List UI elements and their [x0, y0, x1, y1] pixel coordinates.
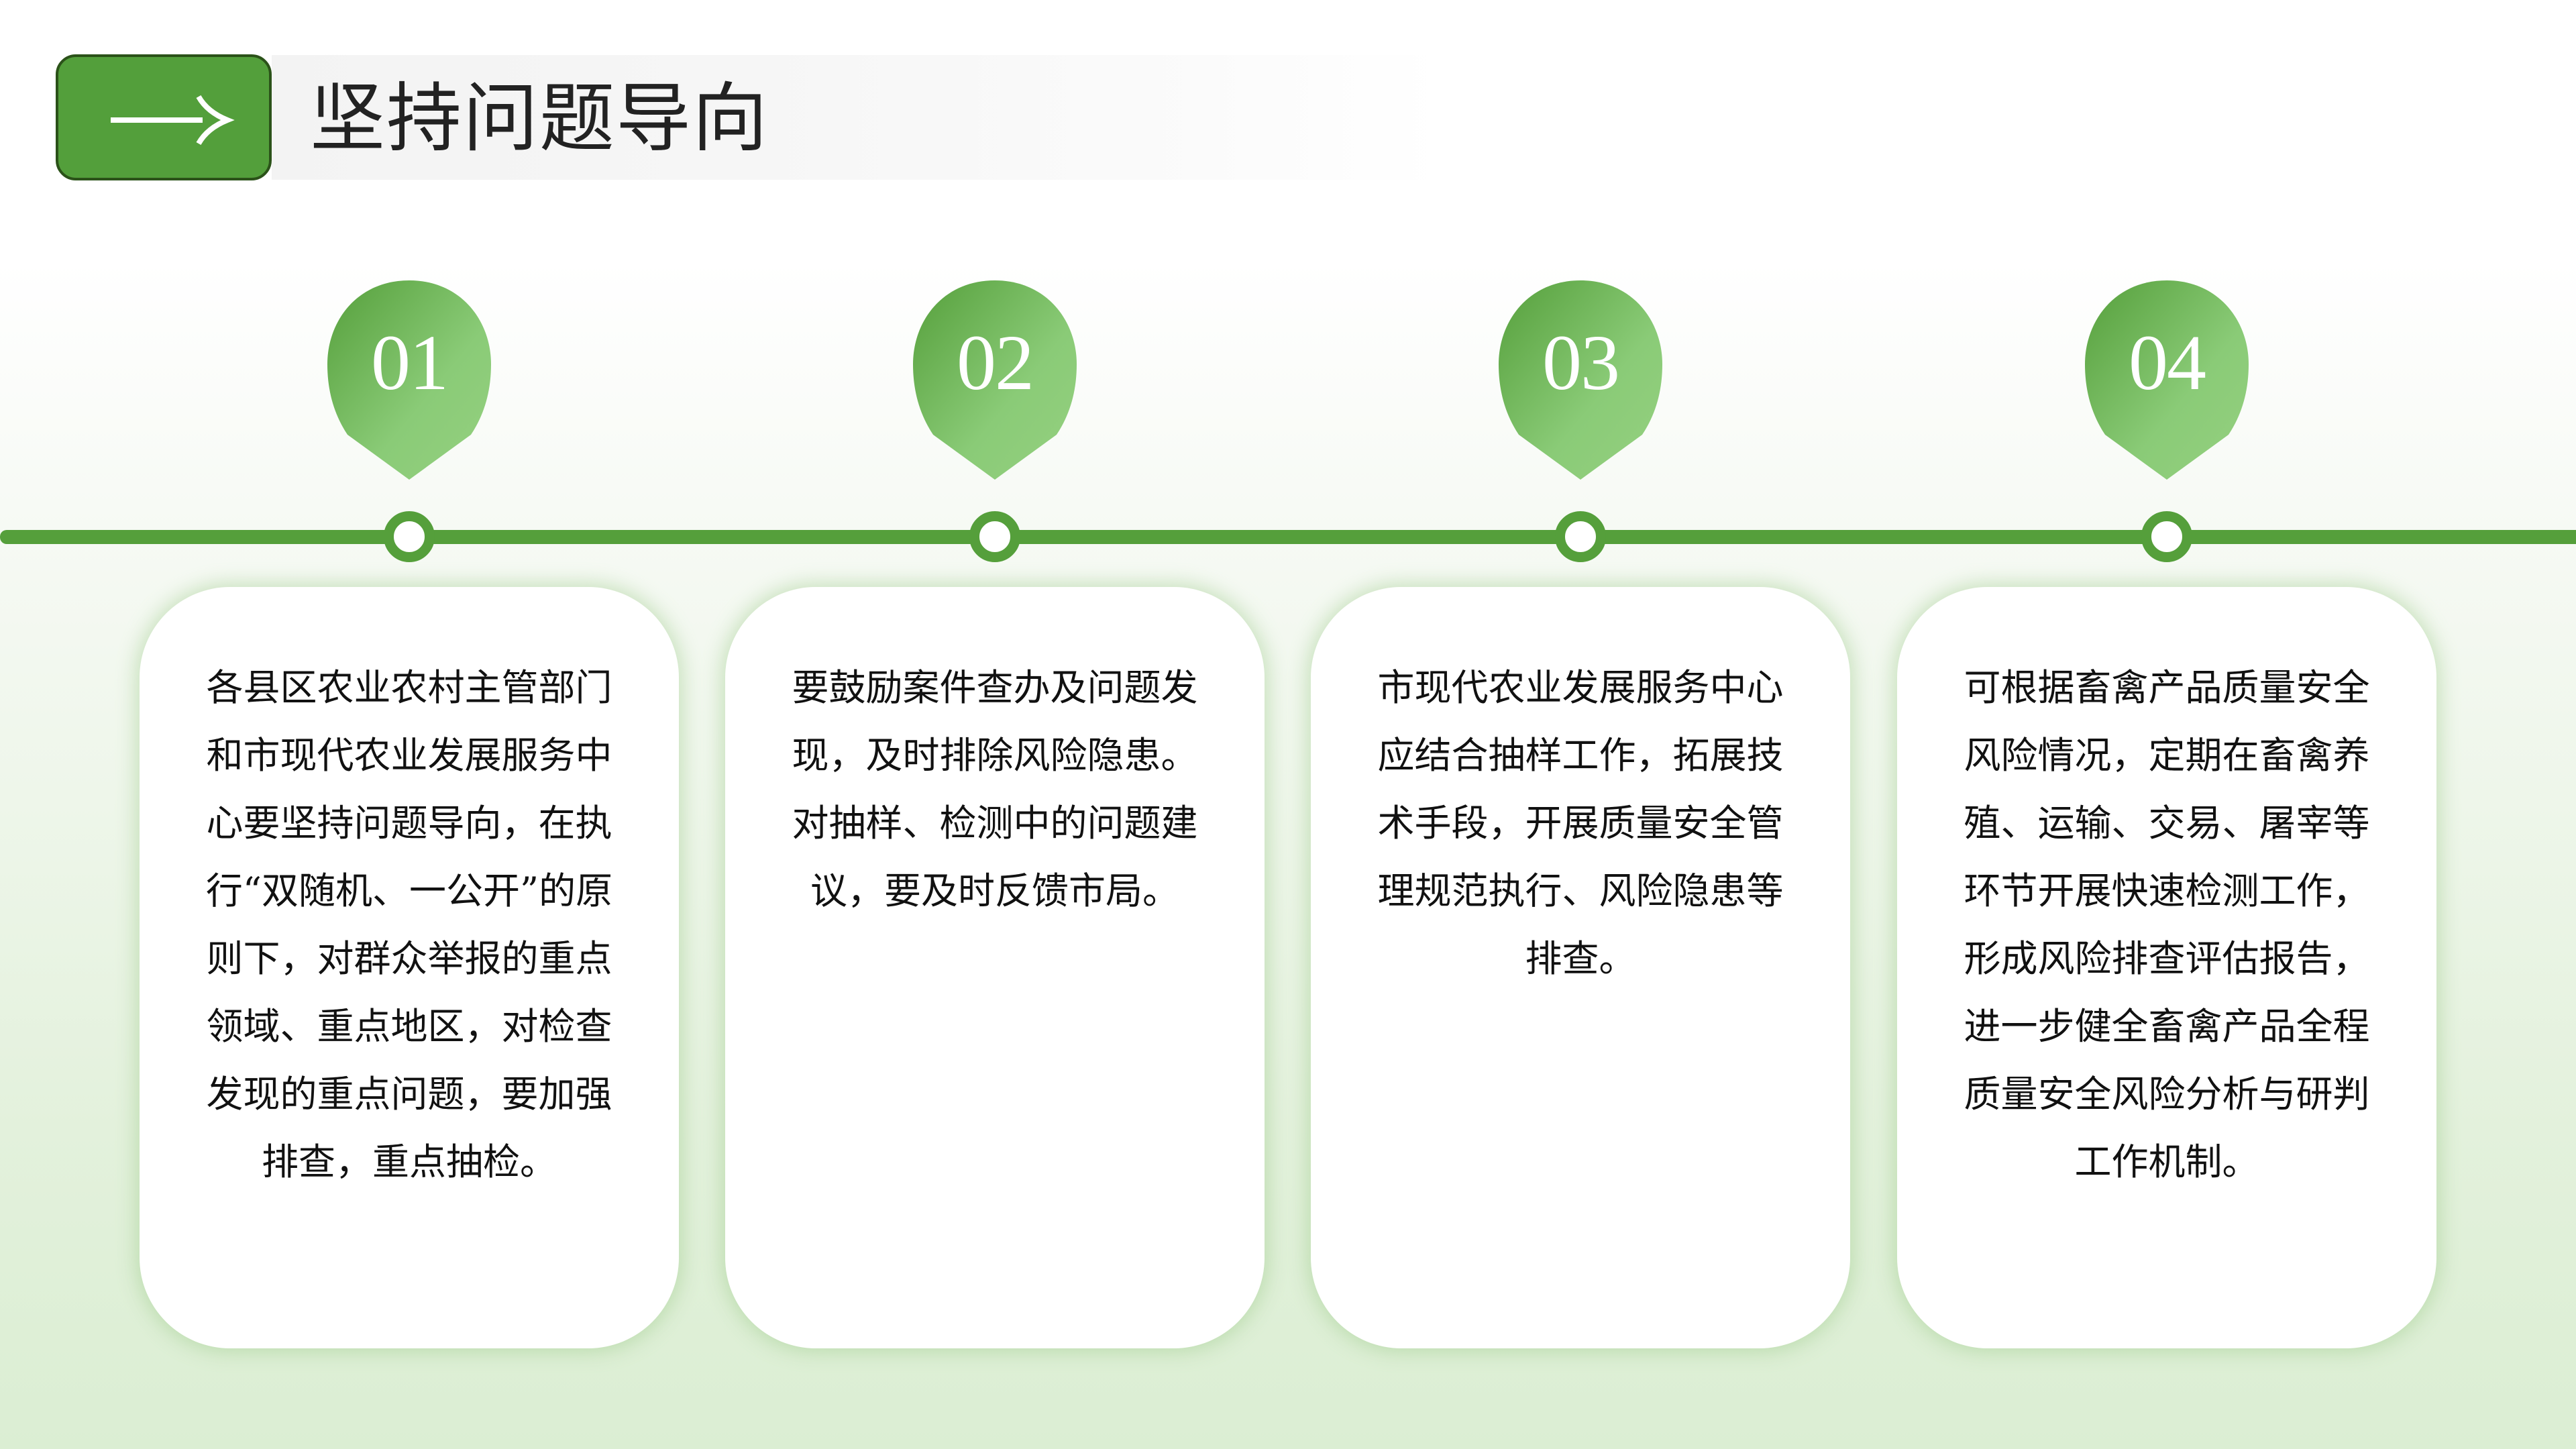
- step-pin-1: 01: [327, 280, 491, 480]
- timeline-node-4: [2141, 511, 2192, 562]
- map-pin-icon: [1499, 280, 1662, 480]
- step-card-4: 可根据畜禽产品质量安全风险情况，定期在畜禽养殖、运输、交易、屠宰等环节开展快速检…: [1897, 587, 2436, 1348]
- timeline-line: [0, 530, 2576, 544]
- timeline-node-1: [384, 511, 435, 562]
- step-description: 可根据畜禽产品质量安全风险情况，定期在畜禽养殖、运输、交易、屠宰等环节开展快速检…: [1964, 666, 2370, 1183]
- map-pin-icon: [327, 280, 491, 480]
- step-number: 02: [957, 319, 1034, 407]
- map-pin-icon: [2085, 280, 2249, 480]
- step-number: 03: [1542, 319, 1620, 407]
- step-number: 01: [371, 319, 449, 407]
- step-pin-2: 02: [913, 280, 1077, 480]
- step-card-3: 市现代农业发展服务中心应结合抽样工作，拓展技术手段，开展质量安全管理规范执行、风…: [1311, 587, 1850, 1348]
- title-icon-box: [56, 54, 272, 180]
- step-description: 各县区农业农村主管部门和市现代农业发展服务中心要坚持问题导向，在执行“双随机、一…: [205, 666, 613, 1183]
- step-pin-4: 04: [2085, 280, 2249, 480]
- page-title: 坚持问题导向: [310, 75, 769, 162]
- map-pin-icon: [913, 280, 1077, 480]
- step-description: 市现代农业发展服务中心应结合抽样工作，拓展技术手段，开展质量安全管理规范执行、风…: [1377, 666, 1784, 980]
- step-card-2: 要鼓励案件查办及问题发现，及时排除风险隐患。对抽样、检测中的问题建议，要及时反馈…: [725, 587, 1265, 1348]
- timeline-node-2: [969, 511, 1020, 562]
- step-pin-3: 03: [1499, 280, 1662, 480]
- title-bar: [272, 55, 1442, 180]
- step-description: 要鼓励案件查办及问题发现，及时排除风险隐患。对抽样、检测中的问题建议，要及时反馈…: [792, 666, 1198, 912]
- step-card-1: 各县区农业农村主管部门和市现代农业发展服务中心要坚持问题导向，在执行“双随机、一…: [140, 587, 679, 1348]
- arrow-right-icon: [111, 95, 235, 146]
- timeline-node-3: [1555, 511, 1606, 562]
- step-number: 04: [2129, 319, 2206, 407]
